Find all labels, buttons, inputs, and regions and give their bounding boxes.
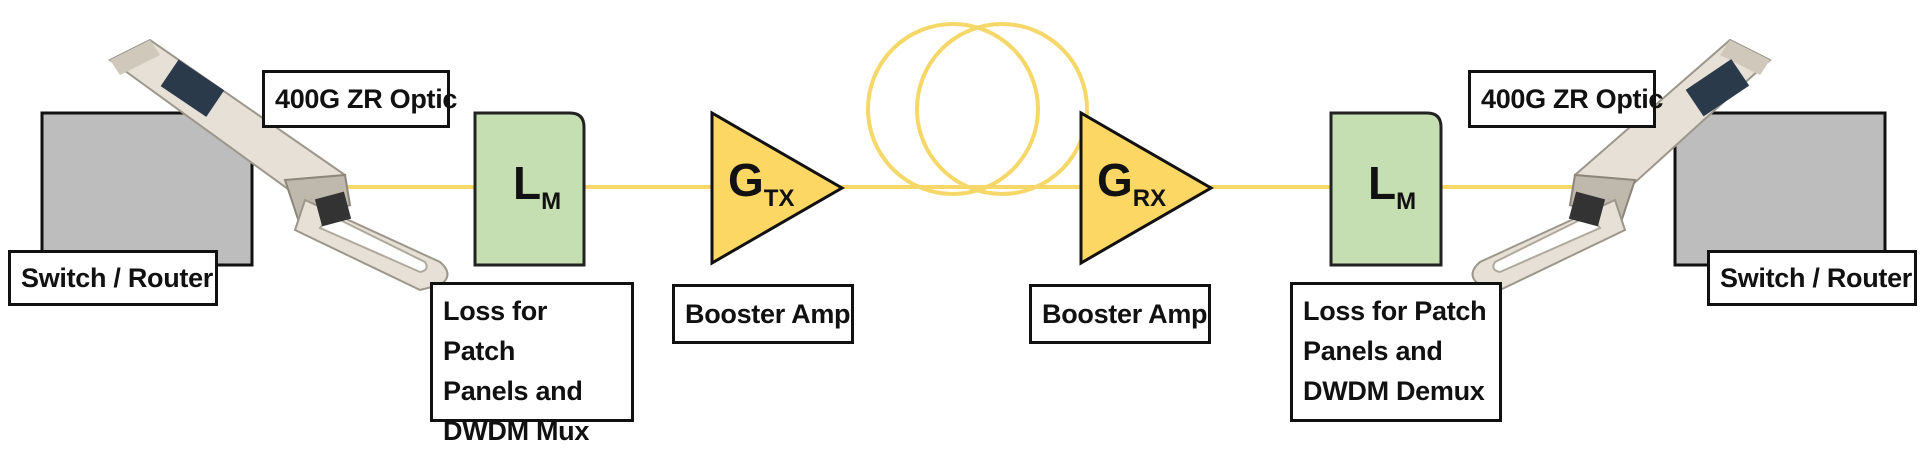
loss-block-demux [1329, 111, 1443, 267]
optical-link-diagram: LM LM GTX GRX 400G ZR Optic Switch / Rou… [8, 22, 1917, 446]
loss-subscript: M [541, 188, 561, 215]
fiber-coil-icon [866, 22, 1089, 196]
loss-label-line: DWDM Demux [1303, 376, 1485, 406]
qsfp-optic-module-icon [1471, 38, 1772, 292]
switch-router-label-left: Switch / Router [8, 250, 218, 306]
amp-subscript: TX [764, 185, 795, 212]
loss-block-mux [473, 111, 586, 267]
booster-amp-rx-triangle [1079, 110, 1215, 266]
loss-label-line: DWDM Mux [443, 416, 590, 446]
optic-label-left: 400G ZR Optic [262, 70, 457, 128]
amp-subscript: RX [1133, 185, 1166, 212]
booster-amp-label-rx: Booster Amp [1029, 284, 1211, 344]
amp-symbol: GTX [728, 154, 794, 212]
booster-amp-label-tx: Booster Amp [672, 284, 854, 344]
loss-label-demux: Loss for Patch Panels and DWDM Demux [1290, 282, 1502, 422]
loss-label-line: Loss for Patch [1303, 296, 1487, 326]
loss-label-line: Panels and [1303, 336, 1443, 366]
switch-router-label-right: Switch / Router [1707, 250, 1917, 306]
loss-label-mux: Loss for Patch Panels and DWDM Mux [430, 282, 634, 446]
diagram-canvas: LM LM GTX GRX [40, 22, 1887, 292]
booster-amp-tx-triangle [710, 110, 846, 266]
optic-label-right: 400G ZR Optic [1468, 70, 1663, 128]
loss-symbol: LM [513, 157, 561, 215]
loss-label-line: Loss for Patch [443, 296, 548, 366]
loss-label-line: Panels and [443, 376, 583, 406]
loss-symbol: LM [1368, 157, 1416, 215]
switch-router-icon [1673, 111, 1887, 267]
qsfp-optic-module-icon [108, 38, 449, 292]
loss-subscript: M [1396, 188, 1416, 215]
amp-symbol: GRX [1097, 154, 1166, 212]
